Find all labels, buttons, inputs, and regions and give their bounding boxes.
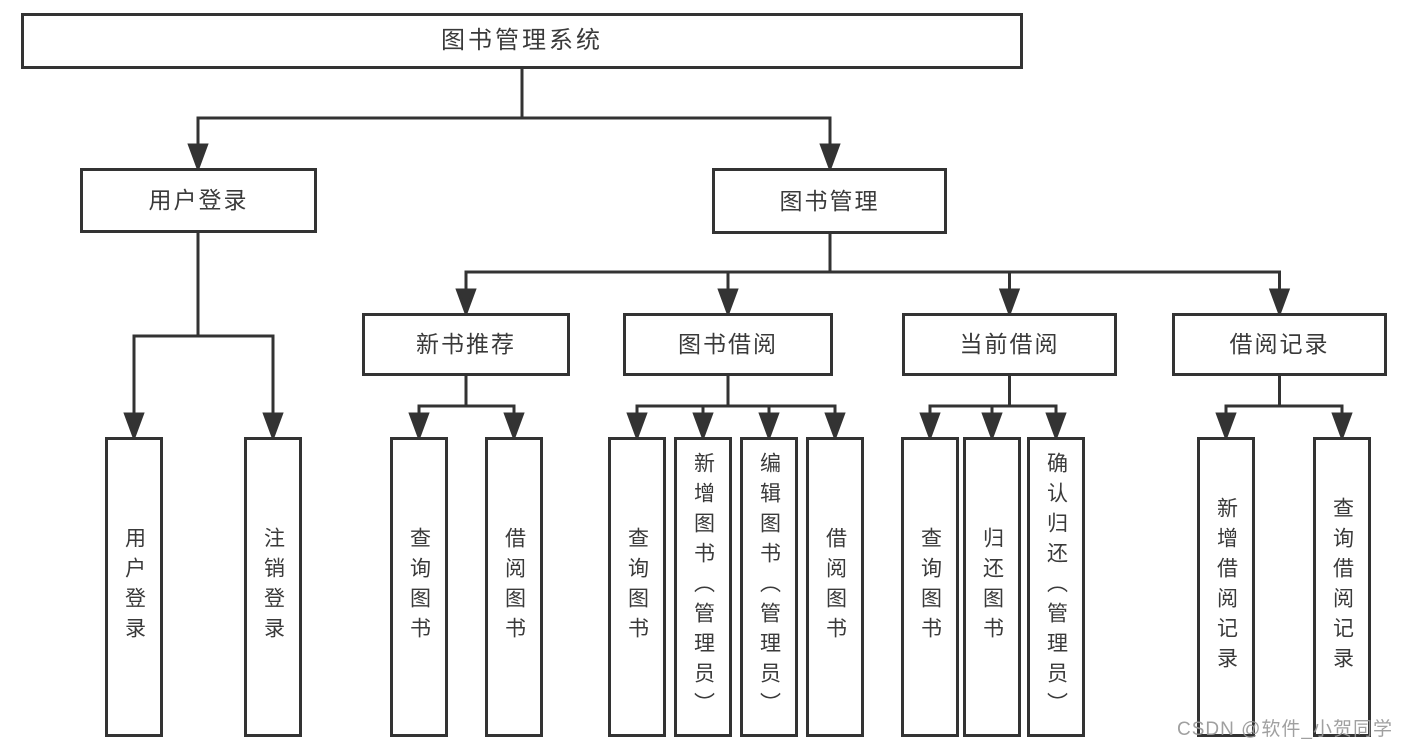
- node-label: 确认归还（管理员）: [1044, 452, 1068, 722]
- leaf-borrow-books-recommendation: 借阅图书: [485, 437, 543, 737]
- arrow-down-icon: [1215, 406, 1237, 442]
- node-label: 图书借阅: [678, 331, 778, 357]
- leaf-query-books-current: 查询图书: [901, 437, 959, 737]
- node-label: 归还图书: [980, 527, 1004, 647]
- node-label: 查询图书: [407, 527, 431, 647]
- node-label: 新增图书（管理员）: [691, 452, 715, 722]
- arrow-down-icon: [408, 406, 430, 442]
- leaf-query-borrow-record: 查询借阅记录: [1313, 437, 1371, 737]
- node-label: 借阅图书: [823, 527, 847, 647]
- arrow-down-icon: [758, 406, 780, 442]
- arrow-down-icon: [187, 118, 209, 173]
- node-current-borrowing: 当前借阅: [902, 313, 1117, 376]
- arrow-down-icon: [503, 406, 525, 442]
- arrow-down-icon: [455, 272, 477, 318]
- node-label: 用户登录: [148, 187, 249, 213]
- arrow-down-icon: [919, 406, 941, 442]
- leaf-query-books-recommendation: 查询图书: [390, 437, 448, 737]
- arrow-down-icon: [824, 406, 846, 442]
- leaf-add-books-admin: 新增图书（管理员）: [674, 437, 732, 737]
- node-borrowing-records: 借阅记录: [1172, 313, 1387, 376]
- node-label: 当前借阅: [959, 331, 1060, 357]
- leaf-borrow-books-borrowing: 借阅图书: [806, 437, 864, 737]
- leaf-logout-login: 注销登录: [244, 437, 302, 737]
- arrow-down-icon: [1045, 406, 1067, 442]
- leaf-query-books-borrowing: 查询图书: [608, 437, 666, 737]
- node-book-management: 图书管理: [712, 168, 947, 234]
- watermark-csdn: CSDN @软件_小贺同学: [1177, 719, 1393, 740]
- node-label: 借阅记录: [1229, 331, 1330, 357]
- node-label: 新增借阅记录: [1214, 497, 1238, 677]
- node-user-login: 用户登录: [80, 168, 317, 233]
- node-label: 查询图书: [625, 527, 649, 647]
- arrow-down-icon: [692, 406, 714, 442]
- node-label: 新书推荐: [416, 331, 516, 357]
- leaf-add-borrow-record: 新增借阅记录: [1197, 437, 1255, 737]
- node-label: 图书管理系统: [441, 27, 603, 54]
- arrow-down-icon: [717, 272, 739, 318]
- node-label: 图书管理: [779, 187, 880, 214]
- node-library-management-system: 图书管理系统: [21, 13, 1023, 69]
- arrow-down-icon: [998, 272, 1021, 318]
- node-label: 编辑图书（管理员）: [757, 452, 781, 722]
- arrow-down-icon: [123, 336, 145, 442]
- arrow-down-icon: [262, 336, 284, 442]
- node-label: 查询图书: [918, 527, 942, 647]
- arrow-down-icon: [981, 406, 1003, 442]
- leaf-return-books: 归还图书: [963, 437, 1021, 737]
- arrow-down-icon: [819, 118, 841, 173]
- leaf-confirm-return-admin: 确认归还（管理员）: [1027, 437, 1085, 737]
- arrow-down-icon: [1331, 406, 1353, 442]
- leaf-user-login: 用户登录: [105, 437, 163, 737]
- arrow-down-icon: [626, 406, 648, 442]
- node-label: 注销登录: [261, 527, 285, 647]
- node-new-book-recommendation: 新书推荐: [362, 313, 570, 376]
- node-label: 用户登录: [122, 527, 146, 647]
- node-label: 查询借阅记录: [1330, 497, 1354, 677]
- leaf-edit-books-admin: 编辑图书（管理员）: [740, 437, 798, 737]
- node-book-borrowing: 图书借阅: [623, 313, 833, 376]
- arrow-down-icon: [1268, 272, 1291, 318]
- node-label: 借阅图书: [502, 527, 526, 647]
